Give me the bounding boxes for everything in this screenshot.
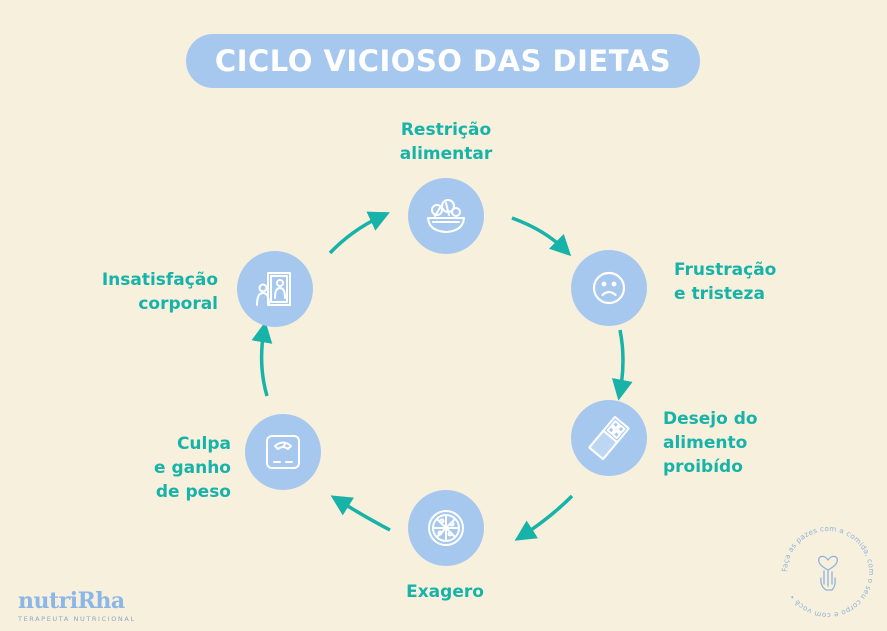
step-label-exagero: Exagero xyxy=(406,582,484,602)
step-node-insatisfacao xyxy=(237,251,313,327)
step-label-culpa: Culpa e ganho de peso xyxy=(154,434,231,502)
brand-logo: nutriRha TERAPEUTA NUTRICIONAL xyxy=(18,589,136,623)
arrow-3 xyxy=(514,494,574,541)
step-label-restricao: Restrição alimentar xyxy=(399,120,493,164)
step-node-restricao xyxy=(408,178,484,254)
pizza-icon xyxy=(428,510,464,546)
step-label-desejo: Desejo do alimento proibído xyxy=(663,409,758,477)
salad-bowl-icon xyxy=(427,199,465,233)
logo-subtitle: TERAPEUTA NUTRICIONAL xyxy=(18,615,136,623)
step-node-desejo xyxy=(571,400,647,476)
circular-seal: Faça as pazes com a comida, com o seu co… xyxy=(780,524,876,620)
chocolate-bar-icon xyxy=(588,416,630,461)
arrow-5 xyxy=(251,321,273,397)
step-node-frustracao xyxy=(571,250,647,326)
step-label-frustracao: Frustração e tristeza xyxy=(674,260,777,304)
arrow-6 xyxy=(328,211,390,255)
title-banner: CICLO VICIOSO DAS DIETAS xyxy=(186,34,700,88)
step-label-insatisfacao: Insatisfação corporal xyxy=(101,270,218,314)
mirror-reflection-icon xyxy=(256,272,291,306)
arrow-2 xyxy=(611,329,633,401)
arrow-4 xyxy=(330,495,391,532)
page-title: CICLO VICIOSO DAS DIETAS xyxy=(214,44,672,78)
step-node-exagero xyxy=(408,490,484,566)
heart-hand-icon xyxy=(818,555,838,591)
step-node-culpa xyxy=(245,414,321,490)
bathroom-scale-icon xyxy=(266,435,300,469)
logo-wordmark: nutriRha xyxy=(18,588,125,614)
arrow-1 xyxy=(511,216,572,257)
sad-face-icon xyxy=(592,271,626,305)
